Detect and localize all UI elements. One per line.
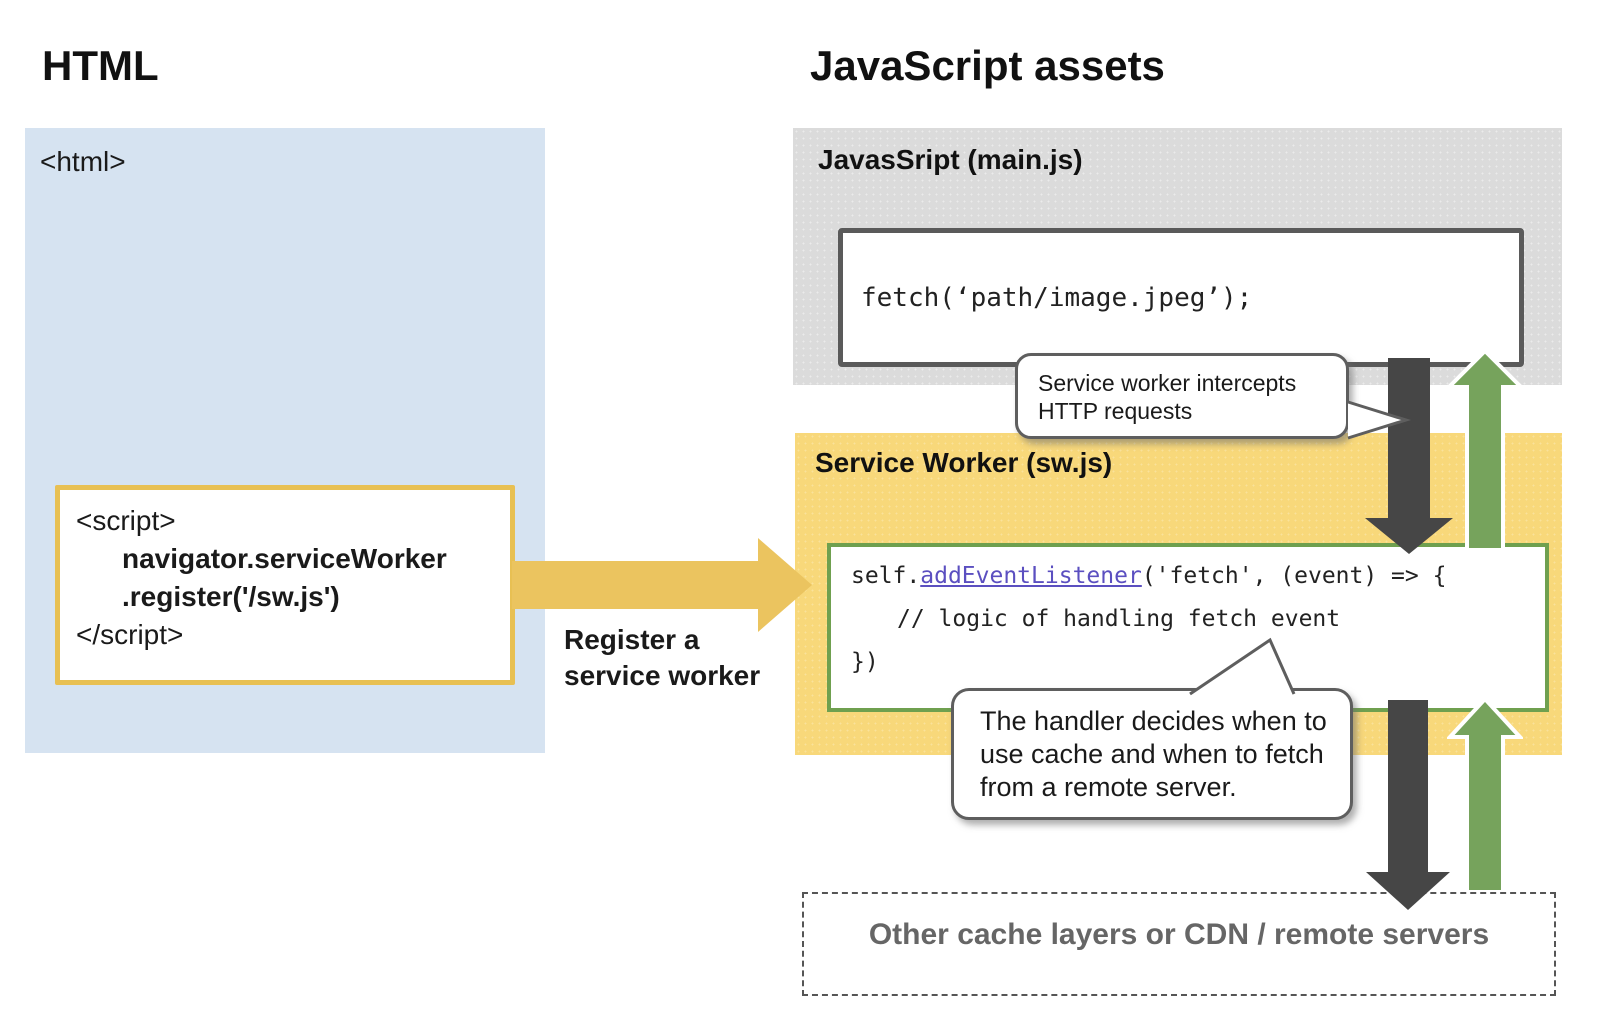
bubble-text-line: use cache and when to fetch: [980, 739, 1324, 769]
register-label-line: service worker: [564, 660, 761, 691]
bubble-text-line: The handler decides when to: [980, 706, 1327, 736]
http-request-arrow-shaft-lower: [1388, 700, 1428, 872]
down-arrow-icon: [1366, 872, 1450, 910]
register-label-line: Register a: [564, 624, 700, 655]
up-arrow-icon: [1446, 348, 1524, 548]
page-title-javascript-assets: JavaScript assets: [810, 42, 1165, 89]
speech-bubble-tail-icon: [1189, 637, 1296, 696]
up-arrow-icon: [1447, 696, 1523, 890]
bubble-text-line: HTTP requests: [1038, 398, 1193, 424]
service-worker-panel-title: Service Worker (sw.js): [815, 447, 1113, 478]
code-self: self.: [851, 563, 921, 589]
down-arrow-icon: [1365, 518, 1453, 554]
register-script-code-box: <script> navigator.serviceWorker .regist…: [55, 485, 515, 685]
speech-bubble-tail-icon: [1347, 400, 1412, 440]
register-arrow-shaft: [512, 561, 758, 609]
mainjs-panel-title: JavasSript (main.js): [818, 144, 1083, 175]
code-line: <script>: [76, 505, 176, 536]
handler-speech-bubble: The handler decides when to use cache an…: [951, 688, 1353, 820]
code-line: .register('/sw.js'): [122, 581, 340, 612]
add-event-listener-token: addEventListener: [920, 563, 1142, 589]
code-line: }): [851, 649, 879, 675]
bubble-text-line: from a remote server.: [980, 772, 1237, 802]
register-arrow-label: Register a service worker: [564, 622, 760, 694]
code-line: // logic of handling fetch event: [897, 606, 1341, 632]
cache-layers-box: Other cache layers or CDN / remote serve…: [802, 892, 1556, 996]
http-request-arrow-shaft: [1388, 358, 1430, 518]
cache-layers-label: Other cache layers or CDN / remote serve…: [868, 918, 1490, 951]
intercept-speech-bubble: Service worker intercepts HTTP requests: [1015, 353, 1349, 439]
code-args: ('fetch', (event) => {: [1141, 563, 1447, 589]
html-tag-label: <html>: [40, 146, 126, 177]
service-worker-code-box: self.addEventListener('fetch', (event) =…: [827, 543, 1549, 712]
bubble-text-line: Service worker intercepts: [1038, 370, 1297, 396]
code-line: fetch(‘path/image.jpeg’);: [861, 283, 1253, 313]
fetch-code-box: fetch(‘path/image.jpeg’);: [838, 228, 1524, 367]
code-line: navigator.serviceWorker: [122, 543, 447, 574]
page-title-html: HTML: [42, 42, 159, 89]
right-arrow-icon: [758, 538, 812, 632]
code-line: </script>: [76, 619, 184, 650]
code-line: self.addEventListener('fetch', (event) =…: [851, 555, 1545, 598]
